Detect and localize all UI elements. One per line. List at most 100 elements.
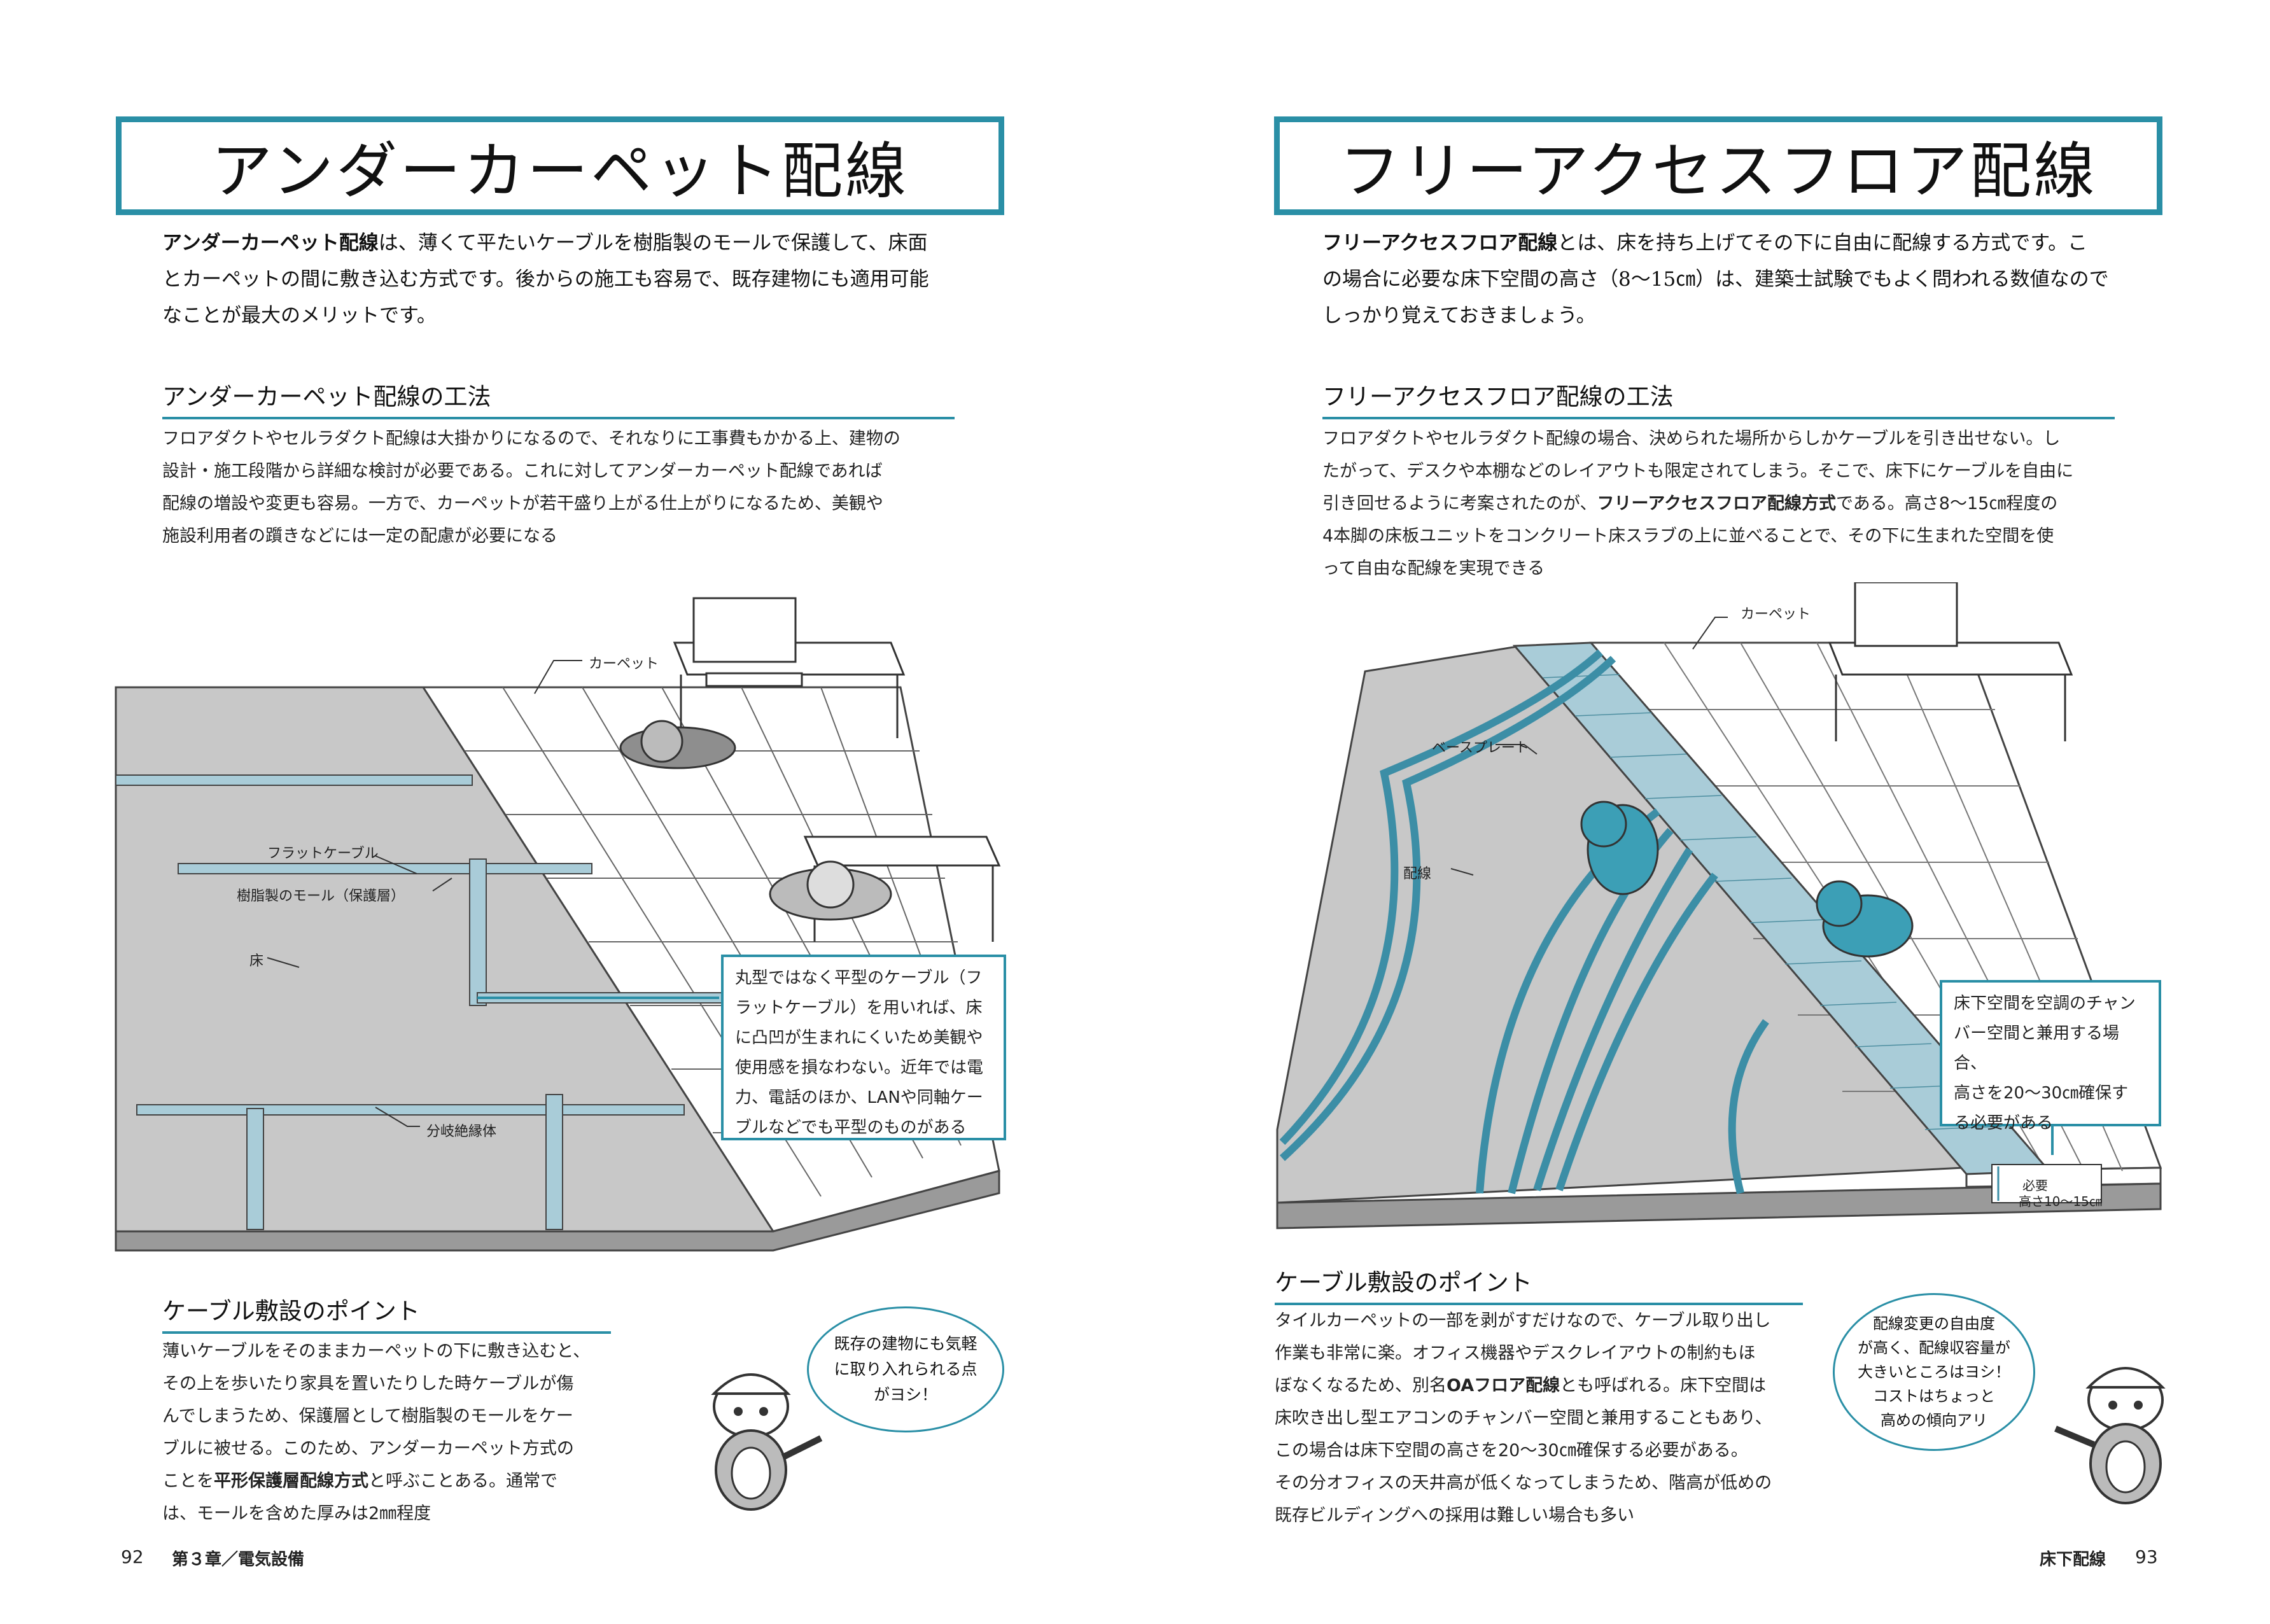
left-callout-line: ラットケーブル）を用いれば、床 (735, 998, 983, 1018)
right-page-title: フリーアクセスフロア配線 (1339, 136, 2098, 207)
left-speech-bubble: 既存の建物にも気軽 に取り入れられる点 がヨシ！ (807, 1306, 1004, 1432)
label-carpet-right: カーペット (1741, 606, 1811, 622)
left-point-body: 薄いケーブルをそのままカーペットの下に敷き込むと、 その上を歩いたり家具を置いた… (162, 1335, 646, 1530)
right-intro-line2: の場合に必要な床下空間の高さ（8～15㎝）は、建築士試験でもよく問われる数値なの… (1322, 268, 2109, 291)
right-callout-line: る必要がある (1954, 1114, 2054, 1133)
left-point-line: 薄いケーブルをそのままカーペットの下に敷き込むと、 (162, 1341, 591, 1361)
left-page-number: 92 (121, 1546, 144, 1567)
right-intro: フリーアクセスフロア配線とは、床を持ち上げてその下に自由に配線する方式です。こ … (1322, 225, 2169, 334)
label-wiring: 配線 (1403, 866, 1432, 882)
left-title-box: アンダーカーペット配線 (116, 116, 1004, 215)
right-bubble-line: 配線変更の自由度 (1873, 1315, 1995, 1333)
right-intro-line1: とは、床を持ち上げてその下に自由に配線する方式です。こ (1557, 232, 2088, 255)
left-method-line: 設計・施工段階から詳細な検討が必要である。これに対してアンダーカーペット配線であ… (162, 461, 883, 481)
desk-top (1828, 641, 2073, 676)
label-floor: 床 (249, 953, 264, 969)
left-callout-line: 丸型ではなく平型のケーブル（フ (735, 969, 983, 988)
left-method-line: 施設利用者の躓きなどには一定の配慮が必要になる (162, 526, 557, 546)
right-point-line3-bold: OAフロア配線 (1447, 1376, 1560, 1396)
right-method-line3-bold: フリーアクセスフロア配線方式 (1597, 494, 1837, 514)
floor-base-edge (115, 1170, 1000, 1252)
right-method-line5: って自由な配線を実現できる (1322, 559, 1545, 578)
left-point-line5a: ことを (162, 1471, 214, 1491)
left-point-heading: ケーブル敷設のポイント (162, 1292, 611, 1334)
height-indicator-box (1991, 1164, 2102, 1203)
right-bubble-line: が高く、配線収容量が (1858, 1339, 2010, 1357)
concrete-slab (1276, 645, 1966, 1204)
flat-cable-strip (115, 774, 473, 786)
right-section-label: 床下配線 (2040, 1550, 2106, 1569)
label-base-plate: ベースプレート (1432, 740, 1529, 756)
label-branch-insulator: 分岐絶縁体 (426, 1124, 497, 1140)
left-point-line5-bold: 平形保護層配線方式 (214, 1471, 368, 1491)
label-height: 高さ10～15㎝ (2019, 1194, 2102, 1209)
left-bubble-line: 既存の建物にも気軽 (834, 1334, 977, 1353)
left-point-line6: は、モールを含めた厚みは2㎜程度 (162, 1504, 431, 1523)
right-point-heading: ケーブル敷設のポイント (1275, 1263, 1803, 1305)
desk-top (803, 836, 1001, 867)
monitor (692, 597, 797, 663)
left-bubble-line: に取り入れられる点 (834, 1360, 977, 1378)
free-access-floor-illustration (1276, 582, 2162, 1229)
right-title-box: フリーアクセスフロア配線 (1274, 116, 2162, 215)
right-method-line3b: である。高さ8～15㎝程度の (1836, 494, 2058, 514)
slab-base-edge (1276, 1182, 2162, 1229)
label-resin-mold: 樹脂製のモール（保護層） (237, 888, 405, 904)
left-callout-line: 力、電話のほか、LANや同軸ケー (735, 1088, 983, 1107)
left-callout: 丸型ではなく平型のケーブル（フ ラットケーブル）を用いれば、床 に凸凹が生まれに… (721, 955, 1006, 1140)
right-method-line4: 4本脚の床板ユニットをコンクリート床スラブの上に並べることで、その下に生まれた空… (1322, 526, 2054, 546)
label-flat-cable: フラットケーブル (267, 846, 379, 862)
right-callout-line: 床下空間を空調のチャン (1954, 994, 2136, 1013)
left-point-line: その上を歩いたり家具を置いたりした時ケーブルが傷 (162, 1374, 574, 1394)
right-method-body: フロアダクトやセルラダクト配線の場合、決められた場所からしかケーブルを引き出せな… (1322, 423, 2169, 585)
right-callout-line: バー空間と兼用する場合、 (1954, 1024, 2120, 1073)
under-carpet-illustration (115, 597, 1001, 1252)
right-intro-bold: フリーアクセスフロア配線 (1322, 232, 1558, 255)
monitor (1854, 582, 1958, 647)
left-method-line: 配線の増設や変更も容易。一方で、カーペットが若干盛り上がる仕上がりになるため、美… (162, 494, 883, 514)
right-bubble-line: 大きいところはヨシ！ (1858, 1363, 2010, 1381)
right-page-number: 93 (2135, 1546, 2158, 1567)
right-callout-line: 高さを20～30㎝確保す (1954, 1084, 2129, 1103)
right-bubble-line: コストはちょっと (1873, 1387, 1995, 1405)
flat-cable-strip (545, 1094, 563, 1230)
right-point-line2: 作業も非常に楽。オフィス機器やデスクレイアウトの制約もほ (1275, 1343, 1756, 1363)
right-method-line1: フロアダクトやセルラダクト配線の場合、決められた場所からしかケーブルを引き出せな… (1322, 429, 2061, 449)
right-speech-bubble: 配線変更の自由度 が高く、配線収容量が 大きいところはヨシ！ コストはちょっと … (1833, 1293, 2035, 1451)
right-point-line7: 既存ビルディングへの採用は難しい場合も多い (1275, 1506, 1635, 1525)
left-intro-bold: アンダーカーペット配線 (162, 232, 379, 255)
left-page-title: アンダーカーペット配線 (211, 136, 909, 207)
left-point-line: ブルに被せる。このため、アンダーカーペット方式の (162, 1439, 574, 1459)
right-intro-line3: しっかり覚えておきましょう。 (1322, 304, 1596, 327)
keyboard (705, 672, 803, 687)
left-method-body: フロアダクトやセルラダクト配線は大掛かりになるので、それなりに工事費もかかる上、… (162, 423, 1002, 552)
left-point-line: んでしまうため、保護層として樹脂製のモールをケー (162, 1406, 573, 1426)
left-method-heading: アンダーカーペット配線の工法 (162, 377, 955, 419)
right-method-heading: フリーアクセスフロア配線の工法 (1322, 377, 2115, 419)
left-callout-line: 使用感を損なわない。近年では電 (735, 1058, 984, 1077)
right-point-body: タイルカーペットの一部を剥がすだけなので、ケーブル取り出し 作業も非常に楽。オフ… (1275, 1305, 1822, 1532)
right-point-line5: この場合は床下空間の高さを20～30㎝確保する必要がある。 (1275, 1441, 1748, 1460)
flat-cable-strip (136, 1104, 685, 1116)
right-point-line3b: とも呼ばれる。床下空間は (1560, 1376, 1767, 1396)
right-method-line3a: 引き回せるように考案されたのが、 (1322, 494, 1597, 514)
left-intro-line3: なことが最大のメリットです。 (162, 304, 437, 327)
label-required: 必要 (2022, 1178, 2048, 1193)
right-method-line2: たがって、デスクや本棚などのレイアウトも限定されてしまう。そこで、床下にケーブル… (1322, 461, 2074, 481)
left-intro-line2: とカーペットの間に敷き込む方式です。後からの施工も容易で、既存建物にも適用可能 (162, 268, 929, 291)
left-intro: アンダーカーペット配線は、薄くて平たいケーブルを樹脂製のモールで保護して、床面 … (162, 225, 1009, 334)
left-callout-line: に凸凹が生まれにくいため美観や (735, 1028, 983, 1047)
left-intro-line1: は、薄くて平たいケーブルを樹脂製のモールで保護して、床面 (378, 232, 928, 255)
label-carpet: カーペット (589, 656, 659, 672)
right-point-line3a: ぼなくなるため、別名 (1275, 1376, 1447, 1396)
right-point-line4: 床吹き出し型エアコンのチャンバー空間と兼用することもあり、 (1275, 1408, 1772, 1428)
right-point-line1: タイルカーペットの一部を剥がすだけなので、ケーブル取り出し (1275, 1311, 1771, 1331)
left-mascot-cat (711, 1373, 823, 1511)
left-bubble-line: がヨシ！ (873, 1385, 937, 1404)
right-mascot-cat (2054, 1367, 2166, 1504)
flat-cable-strip (178, 863, 592, 874)
left-callout-line: ブルなどでも平型のものがある (735, 1118, 967, 1137)
right-callout: 床下空間を空調のチャン バー空間と兼用する場合、 高さを20～30㎝確保す る必… (1940, 980, 2161, 1133)
right-bubble-line: 高めの傾向アリ (1881, 1411, 1987, 1429)
left-point-line5b: と呼ぶことある。通常で (368, 1471, 557, 1491)
